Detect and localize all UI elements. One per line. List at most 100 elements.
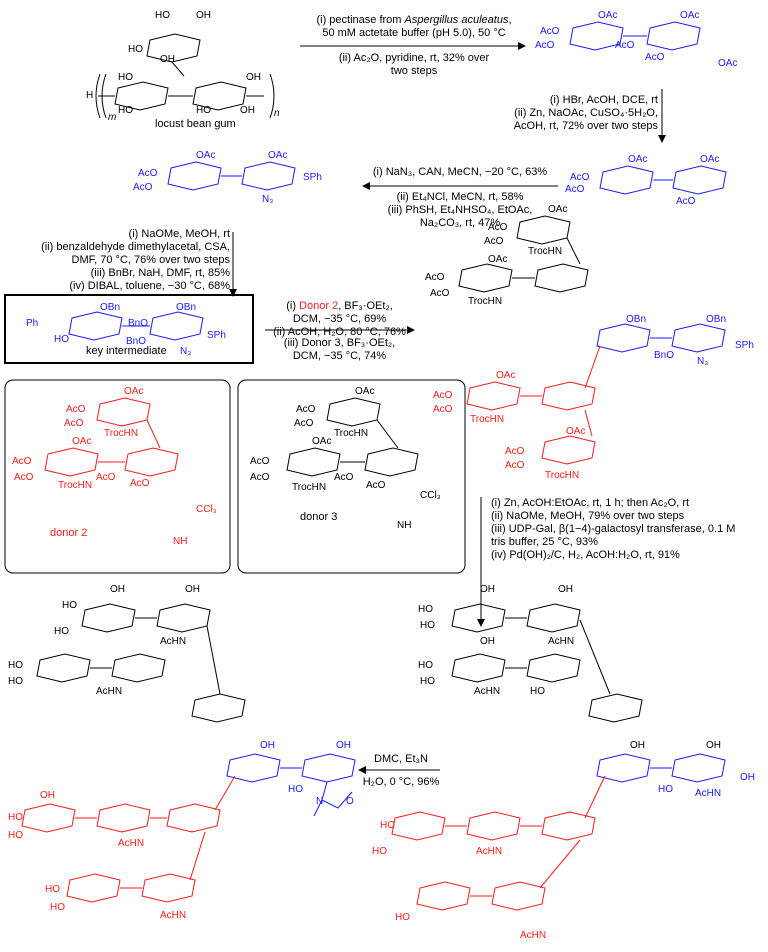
d2-aco-5: AcO — [96, 472, 116, 483]
step6-line5: (iv) Pd(OH)₂/C, H₂, AcOH:H₂O, rt, 91% — [491, 549, 680, 561]
rp-oh-4: OH — [630, 740, 645, 751]
step6-conditions: (i) Zn, AcOH:EtOAc, rt, 1 h; then Ac₂O, … — [491, 497, 735, 562]
step1-line3: (ii) Ac₂O, pyridine, rt, 32% over — [338, 52, 490, 64]
d2-aco-3: AcO — [12, 456, 32, 467]
rp-ho-1: HO — [418, 604, 433, 615]
d3-aco-5: AcO — [334, 472, 354, 483]
d3-aco-2: AcO — [294, 418, 314, 429]
tg-sph: SPh — [303, 172, 322, 183]
d2-ccl3: CCl₃ — [196, 504, 217, 515]
lp-ho-7: HO — [8, 830, 23, 841]
step3-line2: (ii) Et₄NCl, MeCN, rt, 58% — [396, 191, 524, 203]
step2-conditions: (i) HBr, AcOH, DCE, rt (ii) Zn, NaOAc, C… — [470, 94, 658, 133]
ph-oac-1: OAc — [548, 204, 568, 215]
step1-conditions: (i) pectinase from Aspergillus aculeatus… — [300, 14, 528, 40]
step7-conditions: DMC, Et₃N — [360, 753, 442, 766]
lbg-repeat-n: n — [274, 108, 280, 119]
d3-aco-4: AcO — [250, 472, 270, 483]
d3-aco-1: AcO — [296, 404, 316, 415]
rp-achn-4: AcHN — [476, 846, 503, 857]
lbg-oh-3: HO — [128, 44, 143, 55]
lp-achn-4: AcHN — [160, 910, 187, 921]
rp-oh-2: OH — [558, 584, 573, 595]
step4-line4: (iii) BnBr, NaH, DMF, rt, 85% — [90, 267, 230, 279]
ph-trochn-1: TrocHN — [528, 246, 563, 257]
step3-line4: Na₂CO₃, rt, 47% — [419, 217, 501, 229]
lp-ho-6: HO — [8, 812, 23, 823]
rp-oh-3: OH — [480, 636, 495, 647]
lp-achn-2: AcHN — [96, 686, 123, 697]
step1-conditions-below: (ii) Ac₂O, pyridine, rt, 32% over two st… — [300, 52, 528, 78]
step2-line2: (ii) Zn, NaOAc, CuSO₄·5H₂O, — [514, 107, 658, 119]
gl-oac-2: OAc — [700, 154, 720, 165]
step6-line3: (iii) UDP-Gal, β(1−4)-galactosyl transfe… — [491, 523, 736, 535]
ph-aco-6: AcO — [433, 404, 453, 415]
step5-line4: (iii) Donor 3, BF₃·OEt₂, — [283, 337, 396, 349]
tg-aco-1: AcO — [138, 168, 158, 179]
da-aco-1: AcO — [540, 26, 560, 37]
step4-line2: (ii) benzaldehyde dimethylacetal, CSA, — [41, 241, 230, 253]
step5-line5: DCM, −35 °C, 74% — [292, 350, 387, 362]
step7-line1: DMC, Et₃N — [374, 753, 428, 765]
lp-o: O — [346, 796, 354, 807]
step4-line1: (i) NaOMe, MeOH, rt — [128, 228, 230, 240]
lp-oh-1: OH — [110, 584, 125, 595]
tg-n3: N₃ — [262, 194, 274, 205]
lbg-oh-6: OH — [246, 72, 261, 83]
rp-ho-7: HO — [372, 846, 387, 857]
ph-aco-7: AcO — [505, 446, 525, 457]
da-aco-2: AcO — [535, 40, 555, 51]
lp-oh-5: OH — [40, 790, 55, 801]
d3-aco-6: AcO — [366, 480, 386, 491]
step7-line2: H₂O, 0 °C, 96% — [362, 776, 440, 788]
step6-line4: tris buffer, 25 °C, 93% — [491, 536, 598, 548]
d2-nh: NH — [173, 536, 188, 547]
locust-bean-gum-label: locust bean gum — [155, 118, 236, 130]
key-intermediate-box — [4, 294, 254, 364]
step6-line1: (i) Zn, AcOH:EtOAc, rt, 1 h; then Ac₂O, … — [491, 497, 690, 509]
rp-oh-6: OH — [740, 772, 755, 783]
ph-aco-4: AcO — [430, 288, 450, 299]
tg-aco-2: AcO — [133, 182, 153, 193]
key-intermediate-label: key intermediate — [86, 345, 167, 357]
lp-ho-3: HO — [8, 660, 23, 671]
da-aco-3: AcO — [615, 40, 635, 51]
lp-oh-2: OH — [185, 584, 200, 595]
d3-ccl3: CCl₃ — [420, 490, 441, 501]
ki-obn-2: OBn — [176, 302, 197, 313]
donor3-box — [237, 379, 466, 574]
lp-n: N — [316, 796, 324, 807]
d2-trochn-2: TrocHN — [58, 480, 93, 491]
lbg-oh-5: HO — [118, 72, 133, 83]
rp-ho-4: HO — [420, 676, 435, 687]
da-oac-1: OAc — [598, 10, 618, 21]
donor2-ref: Donor 2 — [299, 300, 339, 312]
step3-conditions: (i) NaN₃, CAN, MeCN, −20 °C, 63% — [360, 166, 560, 179]
lbg-oh-2: OH — [196, 10, 211, 21]
gl-aco-2: AcO — [565, 184, 585, 195]
d2-aco-6: AcO — [130, 478, 150, 489]
lbg-repeat-m: m — [108, 112, 117, 123]
d3-aco-3: AcO — [250, 456, 270, 467]
lp-oh-4: OH — [336, 740, 351, 751]
lbg-oh-4: OH — [160, 54, 175, 65]
lbg-oh-8: HO — [196, 105, 211, 116]
d3-oac-1: OAc — [355, 386, 375, 397]
rp-ho-2: HO — [420, 620, 435, 631]
lbg-end-h: H — [86, 90, 94, 101]
rp-oh-5: OH — [706, 740, 721, 751]
ki-bno-1: BnO — [128, 318, 149, 329]
step1-line4: two steps — [390, 65, 438, 77]
ki-sph: SPh — [207, 330, 226, 341]
lp-ho-5: HO — [288, 784, 303, 795]
ph-trochn-2: TrocHN — [468, 296, 503, 307]
donor2-box — [4, 379, 231, 574]
step6-line2: (ii) NaOMe, MeOH, 79% over two steps — [491, 510, 685, 522]
step4-line5: (iv) DIBAL, toluene, −30 °C, 68% — [69, 280, 230, 292]
lp-ho-1: HO — [62, 600, 77, 611]
ki-obn-1: OBn — [100, 302, 121, 313]
ph-sph: SPh — [735, 340, 754, 351]
ki-n3: N₃ — [180, 346, 192, 357]
rp-ho-6: HO — [658, 784, 673, 795]
step5-conditions: (i) Donor 2, BF₃·OEt₂, DCM, −35 °C, 69% … — [262, 300, 417, 339]
